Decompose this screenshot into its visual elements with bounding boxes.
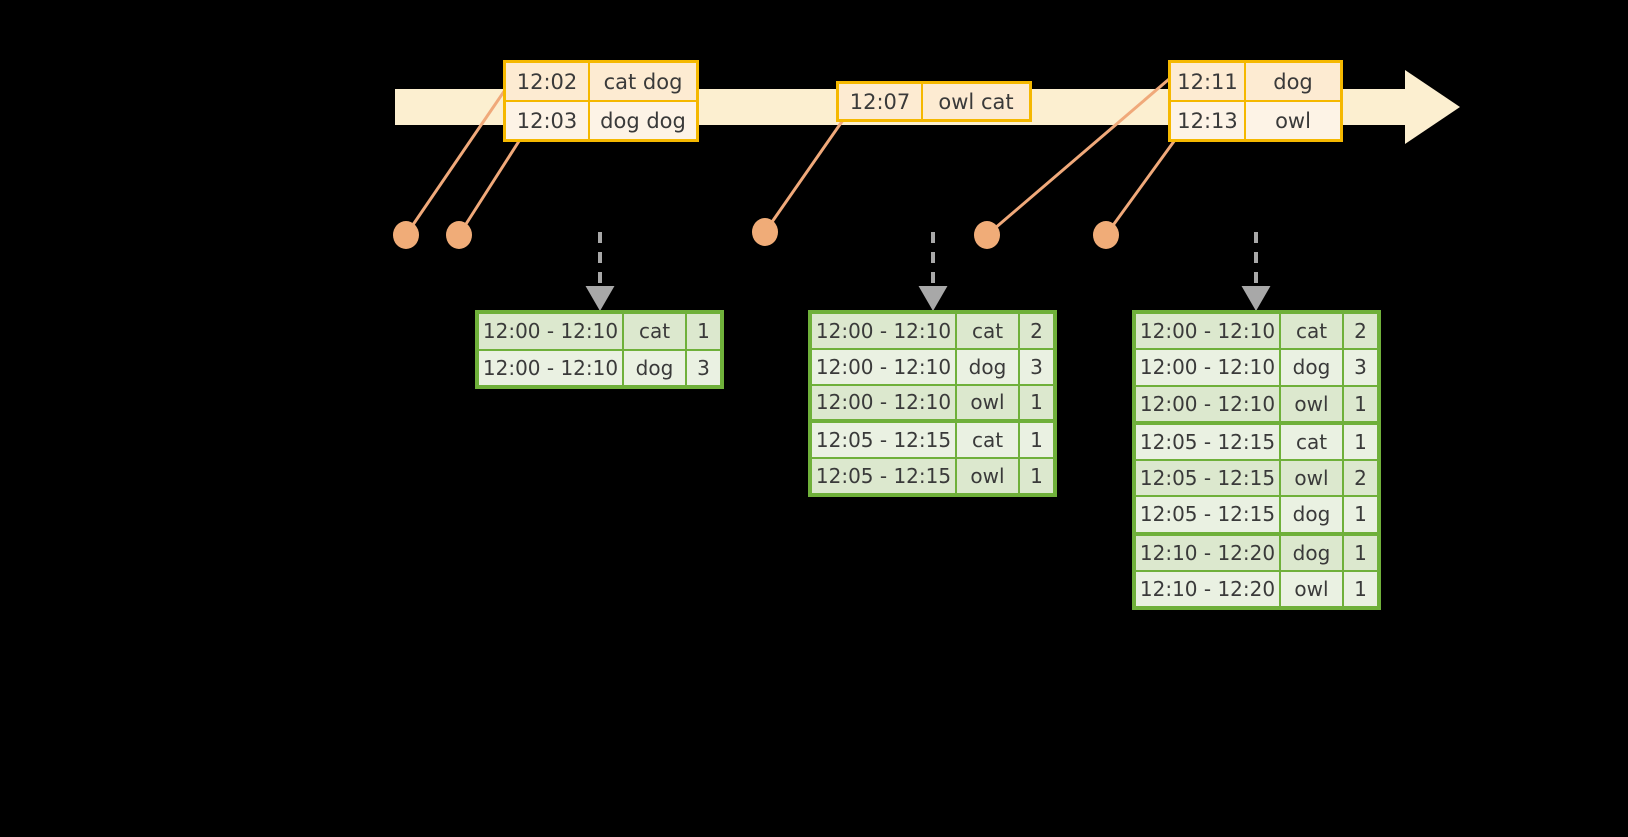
connector-line-2 xyxy=(457,137,523,236)
event-row: 12:11 dog xyxy=(1171,63,1340,100)
result-table-2: 12:00 - 12:10 cat 2 12:00 - 12:10 dog 3 … xyxy=(808,310,1057,497)
result-table-3: 12:00 - 12:10 cat 2 12:00 - 12:10 dog 3 … xyxy=(1132,310,1381,610)
event-words: cat dog xyxy=(603,69,683,94)
cell-word: dog xyxy=(1281,350,1344,385)
table-row: 12:05 - 12:15 dog 1 xyxy=(1136,495,1377,532)
table-row: 12:05 - 12:15 cat 1 xyxy=(1136,420,1377,459)
cell-count: 2 xyxy=(1354,319,1367,344)
table-row: 12:05 - 12:15 owl 2 xyxy=(1136,459,1377,496)
table-row: 12:00 - 12:10 dog 3 xyxy=(479,348,720,385)
table-row: 12:05 - 12:15 owl 1 xyxy=(812,457,1053,493)
cell-word: owl xyxy=(1281,386,1344,421)
cell-window: 12:00 - 12:10 xyxy=(812,385,957,420)
event-row: 12:02 cat dog xyxy=(506,63,696,100)
cell-word: dog xyxy=(957,349,1020,384)
cell-window: 12:05 - 12:15 xyxy=(812,423,957,458)
event-words: owl cat xyxy=(938,89,1014,114)
event-time: 12:07 xyxy=(839,84,923,119)
cell-window: 12:00 - 12:10 xyxy=(812,349,957,384)
cell-word: cat xyxy=(1281,314,1344,349)
cell-count: 1 xyxy=(697,319,710,344)
emit-arrow-head-3 xyxy=(1241,286,1271,311)
cell-word: dog xyxy=(624,350,687,385)
table-row: 12:10 - 12:20 dog 1 xyxy=(1136,531,1377,570)
cell-word: cat xyxy=(957,423,1020,458)
cell-count: 3 xyxy=(1354,355,1367,380)
cell-window: 12:05 - 12:15 xyxy=(1136,497,1281,532)
event-words: owl xyxy=(1275,108,1311,133)
trigger-dot-5 xyxy=(1093,221,1119,249)
table-row: 12:00 - 12:10 dog 3 xyxy=(812,347,1053,384)
cell-count: 1 xyxy=(1354,391,1367,416)
event-row: 12:07 owl cat xyxy=(839,84,1029,119)
table-row: 12:00 - 12:10 cat 2 xyxy=(812,314,1053,348)
trigger-dot-4 xyxy=(974,221,1000,249)
cell-word: owl xyxy=(957,459,1020,493)
cell-word: cat xyxy=(1281,424,1344,459)
cell-word: cat xyxy=(957,314,1020,348)
cell-count: 2 xyxy=(1030,318,1043,343)
table-row: 12:00 - 12:10 owl 1 xyxy=(812,383,1053,420)
event-group-1: 12:02 cat dog 12:03 dog dog xyxy=(503,60,699,142)
cell-word: owl xyxy=(957,385,1020,420)
cell-word: dog xyxy=(1281,497,1344,532)
event-words: dog dog xyxy=(600,108,686,133)
cell-count: 3 xyxy=(697,355,710,380)
cell-count: 1 xyxy=(1030,390,1043,415)
trigger-dot-1 xyxy=(393,221,419,249)
table-row: 12:05 - 12:15 cat 1 xyxy=(812,419,1053,458)
emit-arrow-head-1 xyxy=(585,286,615,311)
cell-window: 12:00 - 12:10 xyxy=(812,314,957,348)
table-row: 12:00 - 12:10 cat 2 xyxy=(1136,314,1377,349)
cell-count: 1 xyxy=(1354,429,1367,454)
table-row: 12:00 - 12:10 cat 1 xyxy=(479,314,720,349)
cell-window: 12:05 - 12:15 xyxy=(1136,461,1281,496)
trigger-dot-2 xyxy=(446,221,472,249)
cell-word: owl xyxy=(1281,461,1344,496)
cell-word: owl xyxy=(1281,571,1344,606)
event-group-2: 12:07 owl cat xyxy=(836,81,1032,122)
event-time: 12:13 xyxy=(1171,102,1246,139)
result-table-1: 12:00 - 12:10 cat 1 12:00 - 12:10 dog 3 xyxy=(475,310,724,389)
table-row: 12:10 - 12:20 owl 1 xyxy=(1136,569,1377,606)
event-group-3: 12:11 dog 12:13 owl xyxy=(1168,60,1343,142)
event-time: 12:11 xyxy=(1171,63,1246,100)
cell-window: 12:00 - 12:10 xyxy=(1136,350,1281,385)
event-row: 12:13 owl xyxy=(1171,100,1340,139)
cell-window: 12:10 - 12:20 xyxy=(1136,535,1281,570)
trigger-dots xyxy=(393,218,1119,249)
cell-word: cat xyxy=(624,314,687,349)
trigger-dot-3 xyxy=(752,218,778,246)
connector-line-3 xyxy=(763,109,852,233)
event-words: dog xyxy=(1273,69,1313,94)
emit-arrows xyxy=(585,232,1271,311)
event-row: 12:03 dog dog xyxy=(506,100,696,139)
emit-arrow-head-2 xyxy=(918,286,948,311)
cell-window: 12:00 - 12:10 xyxy=(479,314,624,349)
cell-count: 1 xyxy=(1030,464,1043,489)
event-time: 12:02 xyxy=(506,63,590,100)
table-row: 12:00 - 12:10 dog 3 xyxy=(1136,348,1377,385)
cell-count: 1 xyxy=(1030,428,1043,453)
cell-window: 12:00 - 12:10 xyxy=(1136,386,1281,421)
cell-word: dog xyxy=(1281,535,1344,570)
cell-count: 1 xyxy=(1354,502,1367,527)
cell-count: 3 xyxy=(1030,354,1043,379)
table-row: 12:00 - 12:10 owl 1 xyxy=(1136,384,1377,421)
cell-window: 12:05 - 12:15 xyxy=(1136,424,1281,459)
cell-window: 12:10 - 12:20 xyxy=(1136,571,1281,606)
cell-window: 12:00 - 12:10 xyxy=(1136,314,1281,349)
cell-count: 1 xyxy=(1354,540,1367,565)
cell-count: 1 xyxy=(1354,576,1367,601)
cell-window: 12:00 - 12:10 xyxy=(479,350,624,385)
cell-window: 12:05 - 12:15 xyxy=(812,459,957,493)
connector-line-5 xyxy=(1104,132,1182,236)
cell-count: 2 xyxy=(1354,466,1367,491)
event-time: 12:03 xyxy=(506,102,590,139)
